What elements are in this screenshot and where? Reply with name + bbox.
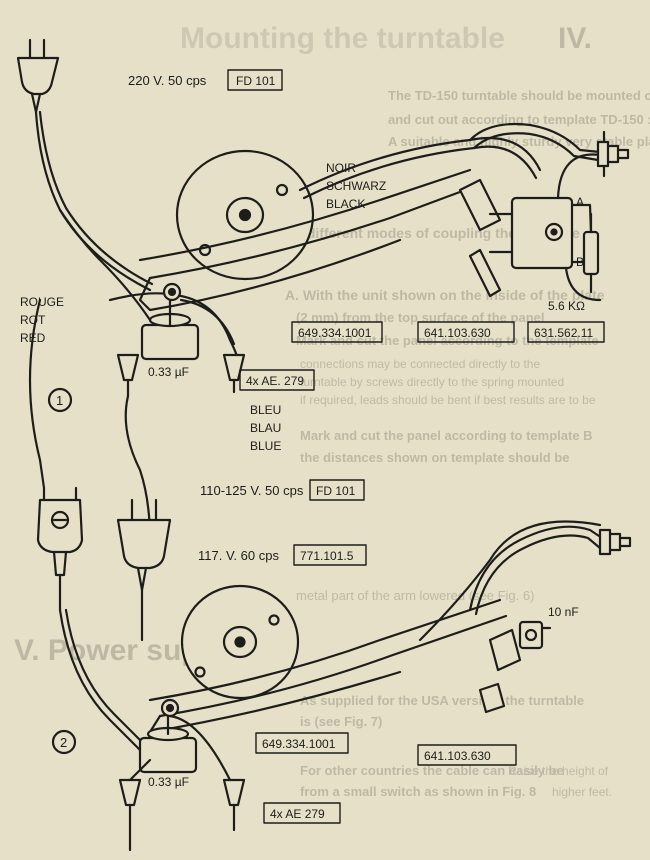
voltage-code-771: 771.101.5 (300, 549, 354, 563)
euro-plug-icon (16, 38, 60, 114)
part-cable-1: 641.103.630 (424, 326, 491, 340)
plug-number-2: 2 (60, 735, 67, 750)
bg-line: A. With the unit shown on the inside of … (285, 287, 605, 303)
wire-red-fr: ROUGE (20, 295, 64, 309)
capacitor-small-value: 10 nF (548, 605, 579, 619)
mains-cable (34, 110, 152, 292)
part-resistor: 631.562.11 (534, 326, 593, 340)
voltage-code-fd101-b: FD 101 (316, 484, 356, 498)
bg-line: (2 mm) from the top surface of the panel (296, 310, 544, 325)
label-box (417, 744, 517, 766)
motor-icon (180, 584, 300, 700)
terminal-a: A (576, 195, 584, 209)
bg-heading-iv: Mounting the turntable (180, 22, 505, 55)
label-box (255, 732, 349, 754)
voltage-label-117: 117. V. 60 cps (198, 548, 279, 563)
bg-line: Mark and cut the panel according to temp… (300, 428, 593, 443)
bg-line: The TD-150 turntable should be mounted o… (388, 88, 650, 103)
capacitor-small-icon (518, 620, 552, 650)
bg-line: Raise the height of (508, 764, 609, 778)
bg-line: if required, leads should be bent if bes… (300, 393, 596, 407)
wire-blue-fr: BLEU (250, 403, 281, 417)
plug-number-1: 1 (56, 393, 63, 408)
bg-line: A suitable and highly sturdy very stable… (388, 134, 650, 149)
wire-black-en: BLACK (326, 197, 365, 211)
bg-line: Two different modes of coupling the turn… (276, 225, 580, 241)
bg-line: turntable by screws directly to the spri… (300, 375, 564, 389)
label-box (239, 369, 315, 391)
bg-line: connections may be connected directly to… (300, 357, 540, 371)
bg-line: from a small switch as shown in Fig. 8 (300, 784, 536, 799)
bg-line: For other countries the cable can easily… (300, 763, 564, 778)
wire-black-fr: NOIR (326, 161, 356, 175)
bg-line: Mark and cut the panel according to the … (296, 333, 599, 348)
us-plug-icon (116, 498, 172, 642)
label-box (227, 69, 283, 91)
background-text: IV. Mounting the turntable The TD-150 tu… (14, 22, 650, 799)
bg-heading-iv-number: IV. (558, 22, 592, 55)
part-cable-2: 641.103.630 (424, 749, 491, 763)
black-wire (298, 136, 542, 192)
labels: 220 V. 50 cps FD 101 NOIR SCHWARZ BLACK … (20, 73, 593, 821)
label-box (527, 321, 605, 343)
bg-line: and cut out according to template TD-150… (388, 112, 650, 127)
resistor-value: 5.6 KΩ (548, 299, 585, 313)
bg-line: As supplied for the USA version, the tur… (300, 693, 584, 708)
screws-2: 4x AE 279 (270, 807, 325, 821)
bg-line: the distances shown on template should b… (300, 450, 569, 465)
screws-1: 4x AE. 279 (246, 374, 304, 388)
label-box (309, 479, 365, 501)
terminal-block-icon (488, 196, 594, 270)
wire-blue-de: BLAU (250, 421, 281, 435)
wire-blue-en: BLUE (250, 439, 281, 453)
terminal-b: B (576, 255, 584, 269)
voltage-label-220: 220 V. 50 cps (128, 73, 207, 88)
label-box (293, 544, 367, 566)
plug-number-circle-2 (51, 729, 77, 755)
wire-red-de: ROT (20, 313, 46, 327)
voltage-label-110: 110-125 V. 50 cps (200, 483, 304, 498)
socket-plug-icon (36, 486, 84, 612)
label-box (417, 321, 515, 343)
voltage-code-fd101: FD 101 (236, 74, 276, 88)
switch-connector-icon (418, 520, 632, 642)
resistor-icon (582, 212, 600, 294)
bg-line: higher feet. (552, 785, 612, 799)
wire-black-de: SCHWARZ (326, 179, 386, 193)
label-box (291, 321, 383, 343)
capacitor-value-1: 0.33 µF (148, 365, 189, 379)
plug-number-circle-1 (47, 387, 73, 413)
capacitor-icon (138, 698, 198, 774)
bg-line: is (see Fig. 7) (300, 714, 382, 729)
capacitor-value-2: 0.33 µF (148, 775, 189, 789)
switch-connector-icon (468, 122, 630, 178)
wire-red-en: RED (20, 331, 46, 345)
capacitor-icon (140, 282, 200, 361)
part-capacitor-1: 649.334.1001 (298, 326, 372, 340)
label-box (263, 802, 341, 824)
part-capacitor-2: 649.334.1001 (262, 737, 336, 751)
